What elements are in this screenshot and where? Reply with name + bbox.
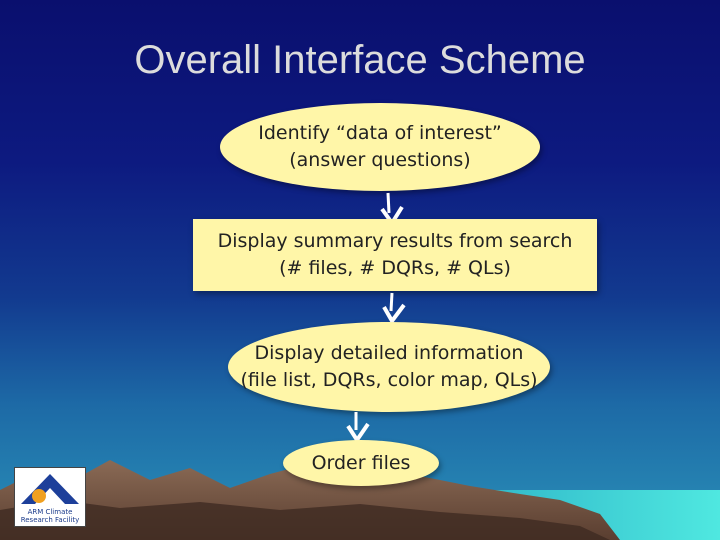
logo-mountain-sun-icon (21, 474, 79, 504)
slide-title: Overall Interface Scheme (134, 38, 586, 82)
step-detailed-info: Display detailed information (file list,… (228, 322, 550, 412)
step-order-line1: Order files (311, 451, 411, 474)
step-identify-line2: (answer questions) (289, 149, 471, 171)
logo-text: ARM Climate Research Facility (20, 508, 80, 524)
flow-arrow-2 (382, 292, 406, 325)
step-order-files: Order files (283, 440, 439, 486)
step-summary-line2: (# files, # DQRs, # QLs) (279, 257, 511, 279)
arm-facility-logo: ARM Climate Research Facility (14, 467, 86, 527)
step-summary-line1: Display summary results from search (217, 230, 573, 252)
step-identify-data: Identify “data of interest” (answer ques… (220, 103, 540, 191)
step-detailed-line2: (file list, DQRs, color map, QLs) (240, 369, 538, 391)
step-detailed-line1: Display detailed information (254, 342, 524, 364)
step-identify-line1: Identify “data of interest” (258, 122, 502, 144)
mountain-landscape (0, 460, 720, 540)
step-summary-results: Display summary results from search (# f… (193, 219, 597, 291)
